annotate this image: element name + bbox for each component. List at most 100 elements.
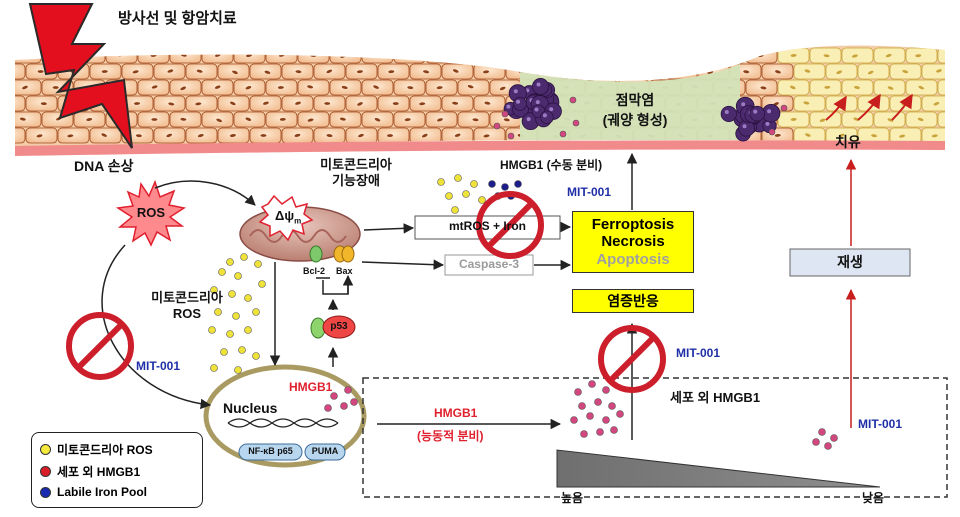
cell-nucleus	[804, 69, 811, 73]
tissue-cell	[329, 47, 362, 64]
legend-label: 세포 외 HMGB1	[57, 465, 141, 479]
nucleus-label: Nucleus	[223, 400, 278, 416]
mito-ros-label-1: 미토콘드리아	[151, 290, 223, 305]
cell-nucleus	[724, 53, 731, 57]
hmgb1-molecule-dot	[507, 132, 515, 140]
cell-nucleus	[775, 70, 781, 74]
cell-nucleus	[357, 102, 363, 106]
mit001-label-3: MIT-001	[676, 346, 721, 360]
arrow-mito-to-mtros	[363, 223, 415, 234]
cell-nucleus	[503, 118, 510, 122]
ros-molecule-dot	[254, 260, 262, 268]
cell-nucleus	[86, 117, 93, 121]
nucleus-cell	[203, 364, 367, 468]
cell-nucleus	[484, 101, 491, 105]
mito-ros-label-2: ROS	[172, 306, 202, 321]
dna-damage-label: DNA 손상	[74, 158, 134, 174]
cell-nucleus	[21, 54, 28, 57]
cell-nucleus	[387, 134, 394, 137]
hmgb1-molecule-dot	[570, 416, 578, 424]
tissue-cell	[681, 47, 714, 64]
ros-molecule-dot	[451, 206, 459, 214]
cell-nucleus	[307, 118, 314, 122]
dna-helix-icon	[227, 418, 339, 428]
cell-nucleus	[341, 85, 348, 89]
cell-nucleus	[469, 54, 476, 57]
cell-nucleus	[836, 70, 842, 75]
inflammation-box: 염증반응	[572, 289, 694, 313]
cell-nucleus	[760, 86, 767, 90]
cell-nucleus	[933, 102, 940, 106]
cell-nucleus	[134, 102, 141, 105]
ros-molecule-dot	[252, 308, 260, 316]
cell-nucleus	[307, 85, 314, 89]
legend-item-hmgb1: 세포 외 HMGB1	[40, 463, 140, 480]
purple-cell-highlight	[765, 121, 770, 126]
ros-molecule-dot	[214, 308, 222, 316]
hmgb1-molecule-dot	[324, 404, 332, 412]
cell-nucleus	[851, 54, 858, 58]
cell-nucleus	[195, 102, 202, 106]
cell-nucleus	[902, 69, 909, 74]
cell-nucleus	[388, 70, 395, 74]
cell-nucleus	[917, 117, 924, 122]
purple-cell-highlight	[549, 107, 554, 112]
legend: 미토콘드리아 ROS 세포 외 HMGB1 Labile Iron Pool	[31, 432, 203, 508]
purple-cell-highlight	[506, 104, 511, 109]
purple-cell-highlight	[741, 102, 746, 107]
cell-nucleus	[52, 86, 59, 89]
low-label: 낮음	[862, 491, 885, 505]
cell-nucleus	[823, 54, 830, 58]
hmgb1-molecule-dot	[578, 402, 586, 410]
cell-nucleus	[22, 85, 28, 90]
hmgb1-molecule-dot	[602, 386, 610, 394]
cell-nucleus	[838, 133, 845, 137]
tissue-cell	[15, 47, 42, 64]
delta-psi-sub: m	[294, 216, 302, 226]
cell-nucleus	[887, 86, 894, 90]
tissue-cell	[601, 63, 634, 80]
purple-cell-highlight	[767, 109, 772, 114]
tissue-cell	[649, 47, 682, 64]
cell-nucleus	[936, 69, 942, 73]
tissue-cell	[905, 47, 938, 64]
mit001-label-4: MIT-001	[858, 417, 903, 431]
hmgb1-molecule-dot	[344, 386, 352, 394]
ros-molecule-dot	[210, 364, 218, 372]
cell-nucleus	[37, 70, 44, 73]
iron-molecule-dot	[501, 183, 509, 191]
cell-nucleus	[499, 86, 506, 91]
ros-molecule-dot	[258, 280, 266, 288]
cell-nucleus	[472, 118, 479, 122]
ros-molecule-dot	[228, 290, 236, 298]
purple-cell-highlight	[724, 109, 729, 114]
cell-nucleus	[503, 53, 509, 57]
hmgb1-molecule-dot	[824, 442, 832, 450]
cell-nucleus	[326, 69, 333, 74]
cell-nucleus	[245, 86, 252, 90]
cell-nucleus	[404, 118, 411, 122]
cell-nucleus	[871, 134, 878, 138]
tissue-cell	[745, 47, 778, 64]
ros-molecule-dot	[234, 272, 242, 280]
hmgb1-nucleus-label: HMGB1	[289, 380, 333, 394]
cell-nucleus	[339, 117, 346, 121]
cell-nucleus	[565, 54, 572, 58]
purple-cell-highlight	[753, 109, 758, 114]
tissue-cell	[937, 47, 945, 64]
psi-starburst-icon	[258, 194, 314, 242]
ros-molecule-dot	[232, 312, 240, 320]
arrow-ros-to-nucleus	[101, 244, 212, 410]
hmgb1-molecule-dot	[559, 130, 567, 138]
cell-nucleus	[680, 69, 687, 73]
hmgb1-molecule-dot	[330, 392, 338, 400]
cell-nucleus	[230, 101, 236, 106]
ros-molecule-dot	[210, 286, 218, 294]
hmgb1-molecule-dot	[768, 128, 776, 136]
bax-protein-icon	[341, 245, 355, 263]
tissue-cell	[185, 95, 218, 112]
purple-cell	[749, 105, 766, 122]
cell-nucleus	[277, 86, 284, 89]
purple-cell-highlight	[534, 107, 539, 112]
